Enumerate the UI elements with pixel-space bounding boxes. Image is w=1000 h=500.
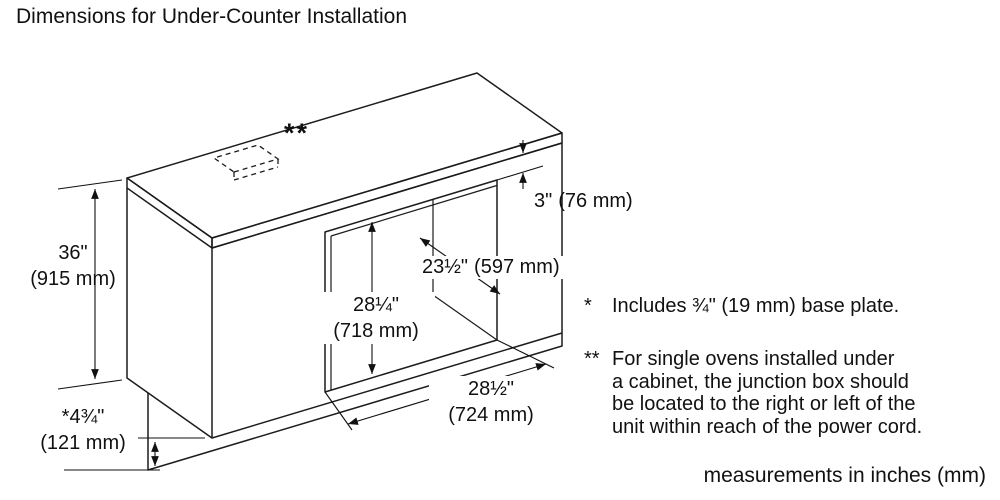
dim-cabinet-height: 36" (915 mm) (20, 240, 126, 292)
note-junction-box-line-3: be located to the right or left of the (612, 393, 916, 415)
junction-box-marker: ** (284, 118, 310, 148)
dim-cutout-height-mm: (718 mm) (333, 320, 419, 342)
dim-cutout-height-inches: 28¼" (352, 294, 400, 316)
dim-base-height-mm: (121 mm) (40, 432, 126, 454)
countertop-front-edge (211, 132, 563, 249)
note-junction-box-line-2: a cabinet, the junction box should (612, 370, 909, 393)
dim-cutout-depth-inches: 23½" (422, 256, 469, 278)
dim-cutout-height: 28¼" (718 mm) (317, 292, 435, 344)
dim-cabinet-height-inches: 36" (58, 242, 88, 264)
dim-cutout-width: 28½" (724 mm) (429, 376, 553, 428)
dim-cutout-depth: 23½"(597 mm) (419, 256, 563, 279)
ext-line-gap (496, 165, 544, 181)
countertop-left-end (126, 177, 213, 249)
note-junction-box: ** For single ovens installed under a ca… (584, 348, 922, 438)
ext-line-height-bottom (57, 379, 123, 390)
note-base-plate-line: Includes ¾" (19 mm) base plate. (612, 295, 900, 317)
dim-base-height: *4¾" (121 mm) (24, 404, 142, 456)
dim-top-gap-mm: (76 mm) (558, 190, 633, 212)
note-junction-box-line-4: unit within reach of the power cord. (612, 415, 923, 438)
note-junction-box-line-1: For single ovens installed under (612, 348, 895, 370)
footer-note: measurements in inches (mm) (703, 464, 986, 487)
note-junction-box-marker: ** (584, 348, 600, 370)
left-side-panel (126, 188, 213, 439)
junction-box-dashed-outline (212, 144, 280, 181)
page-title: Dimensions for Under-Counter Installatio… (16, 5, 408, 28)
ext-line-height-top (57, 179, 123, 190)
ext-line-width-left (324, 391, 353, 431)
dim-base-height-inches: *4¾" (61, 406, 105, 428)
note-base-plate: * Includes ¾" (19 mm) base plate. (584, 295, 899, 318)
dim-cutout-width-mm: (724 mm) (448, 404, 534, 426)
dim-cabinet-height-mm: (915 mm) (30, 268, 116, 290)
dim-top-gap-inches: 3" (534, 190, 553, 212)
dim-cutout-depth-mm: (597 mm) (474, 256, 560, 278)
dim-cutout-width-inches: 28½" (467, 378, 515, 400)
note-base-plate-marker: * (584, 295, 592, 317)
cabinet-structure (126, 72, 563, 471)
dim-top-gap: 3"(76 mm) (534, 190, 633, 213)
